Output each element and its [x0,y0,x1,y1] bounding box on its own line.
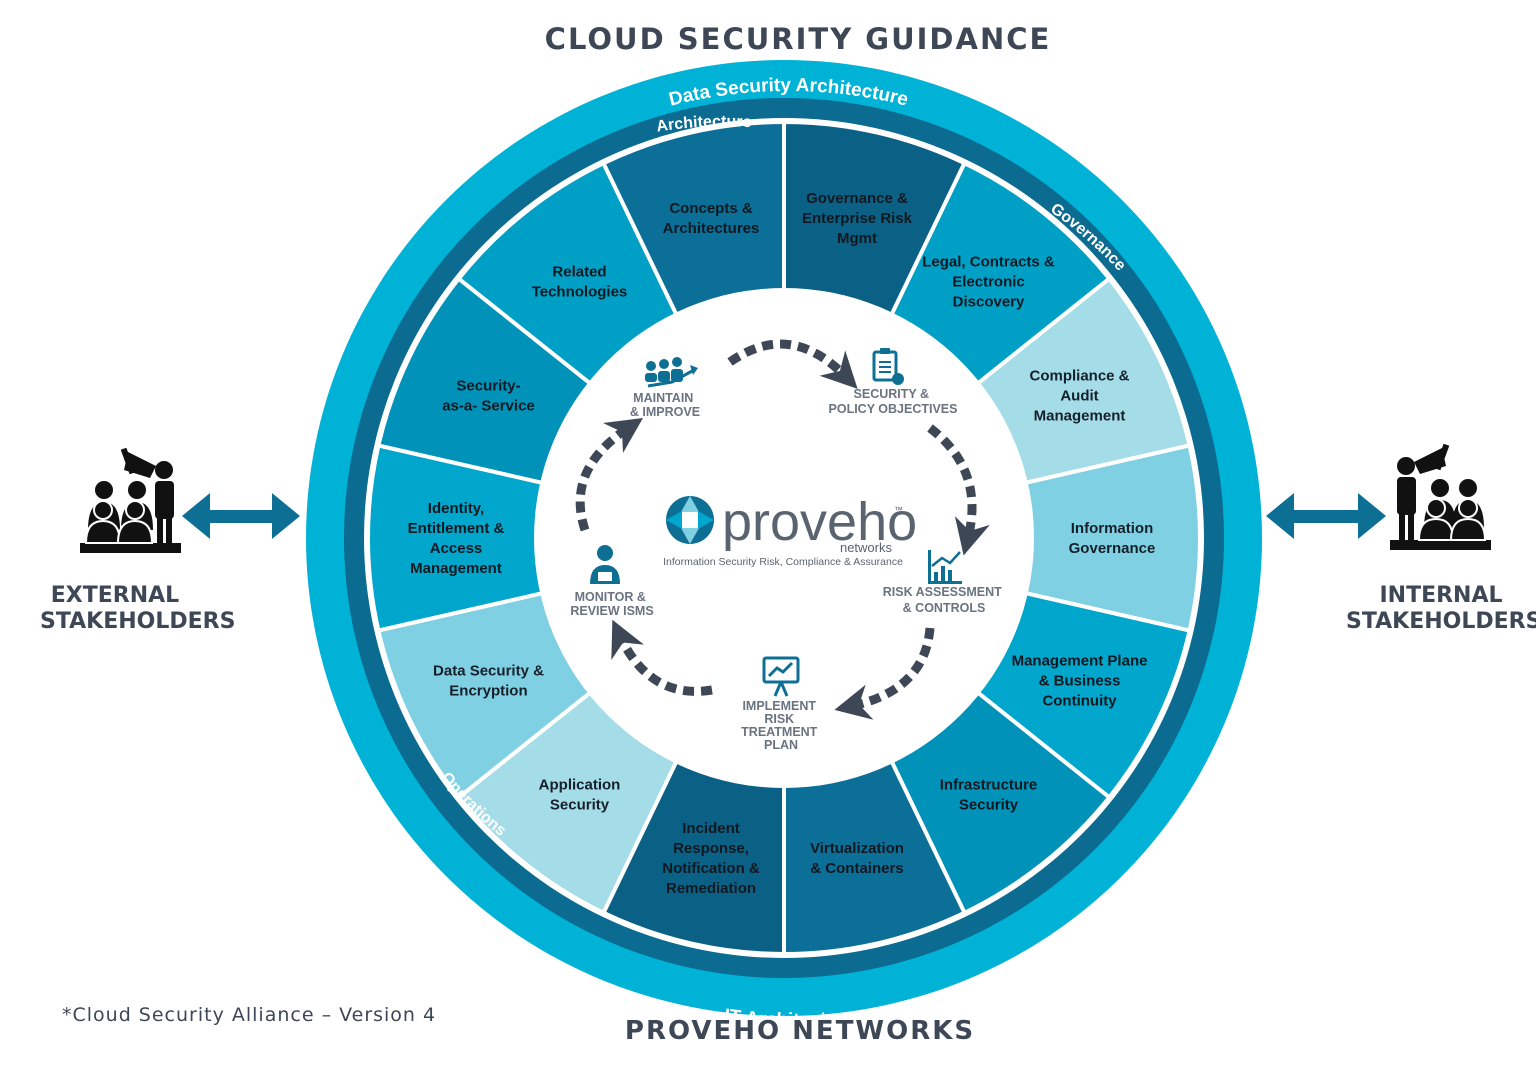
footnote: *Cloud Security Alliance – Version 4 [62,1004,437,1026]
logo-wordmark: proveho [722,492,917,552]
cycle-label-monitor: MONITOR & REVIEW ISMS [570,590,653,618]
cycle-label-risk-assessment: RISK ASSESSMENT & CONTROLS [883,585,1006,615]
cycle-arrow-4 [611,619,713,696]
diagram-title: CLOUD SECURITY GUIDANCE [544,22,1052,56]
cycle-arrow-3 [834,627,935,720]
cycle-label-maintain: MAINTAIN & IMPROVE [630,391,700,419]
aperture-icon [666,496,714,544]
cycle-arrow-2 [927,424,990,556]
center-disc [534,288,1034,788]
internal-stakeholders-icon [1390,443,1491,550]
segment-label-9: Data Security &Encryption [433,662,544,699]
proveho-logo: proveho ™ networks Information Security … [663,492,917,568]
cycle-label-security-policy: SECURITY & POLICY OBJECTIVES [829,387,958,416]
monitor-person-icon [590,545,620,584]
clipboard-icon [872,348,904,385]
ring-label-architecture: Architecture [655,113,752,135]
cycle-arrows [575,339,990,720]
chart-icon [928,550,962,584]
external-stakeholders-icon [80,447,181,553]
cycle-label-implement: IMPLEMENT RISK TREATMENT PLAN [741,699,821,752]
internal-stakeholder-arrow [1266,493,1386,539]
presentation-icon [762,656,800,697]
logo-tagline: Information Security Risk, Compliance & … [663,556,903,568]
external-stakeholder-arrow [182,493,300,539]
segment-label-13: Concepts &Architectures [663,200,760,237]
cycle-arrow-1 [727,339,858,389]
logo-trademark: ™ [894,505,903,515]
segment-label-11: Security-as-a- Service [442,378,535,415]
internal-stakeholders-label: INTERNAL STAKEHOLDERS [1346,583,1536,634]
segment-label-6: Virtualization& Containers [810,840,904,877]
team-growth-icon [645,357,698,388]
cycle-arrow-5 [575,418,643,532]
footer-brand: PROVEHO NETWORKS [624,1016,976,1046]
external-stakeholders-label: EXTERNAL STAKEHOLDERS [40,583,236,634]
logo-subtitle: networks [840,540,893,555]
